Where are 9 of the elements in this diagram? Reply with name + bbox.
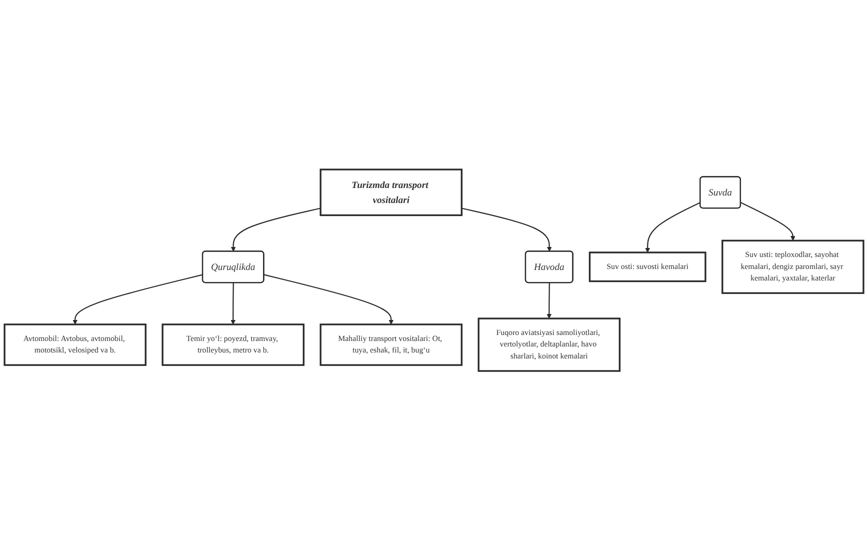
- arrow: [462, 207, 552, 252]
- arrow: [264, 274, 394, 324]
- arrow: [72, 274, 203, 324]
- arrow: [740, 202, 796, 241]
- arrow: [645, 202, 701, 252]
- node-box: Turizmda transport vositalari: [320, 168, 462, 216]
- arrow: [546, 282, 552, 318]
- arrow: [230, 207, 321, 252]
- arrow: [230, 282, 236, 324]
